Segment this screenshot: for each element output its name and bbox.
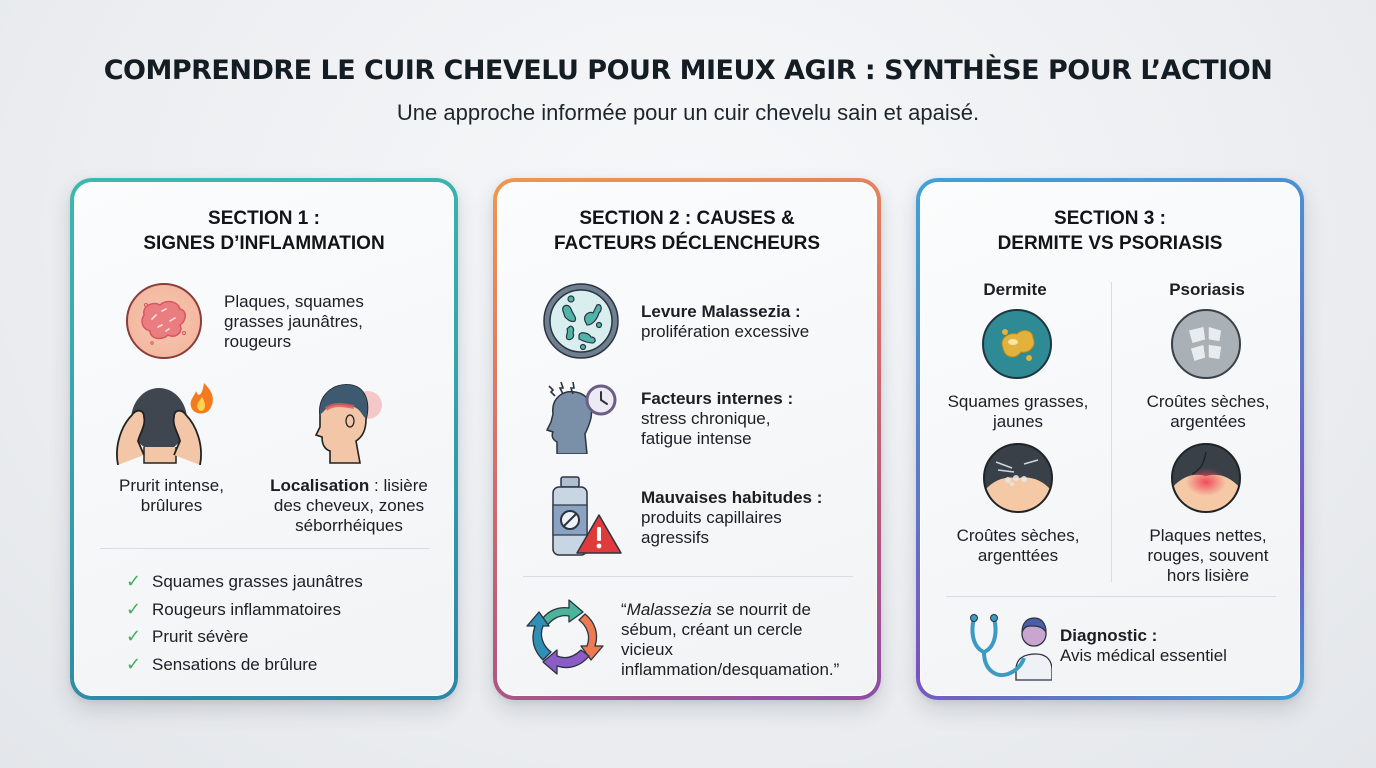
dermite-item: Croûtes sèches, argenttées: [956, 526, 1080, 565]
checklist-item: ✓Squames grasses jaunâtres: [126, 568, 363, 596]
skin-lesion-icon: [126, 283, 202, 359]
malassezia-quote: “Malassezia se nourrit de sébum, créant …: [621, 600, 840, 679]
section-1-card: SECTION 1 : SIGNES D’INFLAMMATION Plaque…: [70, 178, 458, 700]
page-title: COMPRENDRE LE CUIR CHEVELU POUR MIEUX AG…: [103, 55, 1273, 86]
check-icon: ✓: [126, 598, 142, 619]
cause-item: Levure Malassezia : prolifération excess…: [641, 302, 810, 341]
checklist-item: ✓Sensations de brûlure: [126, 651, 363, 679]
section-1-divider: [100, 548, 430, 549]
cause-item: Facteurs internes : stress chronique, fa…: [641, 389, 794, 448]
symptom-checklist: ✓Squames grasses jaunâtres ✓Rougeurs inf…: [126, 568, 363, 678]
checklist-item: ✓Prurit sévère: [126, 623, 363, 651]
stressed-head-clock-icon: [545, 381, 617, 454]
psoriasis-item: Plaques nettes, rouges, souvent hors lis…: [1147, 526, 1269, 585]
cause-item: Mauvaises habitudes : produits capillair…: [641, 488, 823, 547]
dermite-heading: Dermite: [983, 280, 1047, 299]
check-icon: ✓: [126, 653, 142, 674]
head-profile-hairline-icon: [314, 384, 382, 464]
scalp-flakes-icon: [983, 443, 1053, 513]
checklist-item: ✓Rougeurs inflammatoires: [126, 596, 363, 624]
section-2-card: SECTION 2 : CAUSES & FACTEURS DÉCLENCHEU…: [493, 178, 881, 700]
doctor-stethoscope-icon: [970, 614, 1052, 681]
section-3-divider: [946, 596, 1276, 597]
diagnostic-text: Diagnostic : Avis médical essentiel: [1060, 626, 1227, 665]
silver-plaque-icon: [1171, 309, 1241, 379]
plaques-text: Plaques, squames grasses jaunâtres, roug…: [224, 292, 364, 351]
psoriasis-item: Croûtes sèches, argentées: [1146, 392, 1270, 431]
microbe-petri-dish-icon: [543, 283, 619, 359]
section-2-divider: [523, 576, 853, 577]
section-3-title: SECTION 3 : DERMITE VS PSORIASIS: [997, 208, 1223, 254]
head-scratching-flame-icon: [116, 383, 213, 465]
red-patch-scalp-icon: [1171, 443, 1241, 513]
section-1-title: SECTION 1 : SIGNES D’INFLAMMATION: [143, 208, 385, 254]
oily-drop-icon: [982, 309, 1052, 379]
section-2-title: SECTION 2 : CAUSES & FACTEURS DÉCLENCHEU…: [553, 208, 821, 254]
check-icon: ✓: [126, 626, 142, 646]
localisation-text: Localisation : lisière des cheveux, zone…: [270, 476, 428, 535]
cycle-arrows-icon: [526, 599, 604, 675]
dermite-item: Squames grasses, jaunes: [947, 392, 1089, 431]
section-3-card: SECTION 3 : DERMITE VS PSORIASIS Dermite…: [916, 178, 1304, 700]
check-icon: ✓: [126, 571, 142, 591]
psoriasis-heading: Psoriasis: [1169, 280, 1245, 299]
page-subtitle: Une approche informée pour un cuir cheve…: [396, 100, 980, 125]
prurit-text: Prurit intense, brûlures: [119, 476, 224, 515]
bottle-warning-icon: [552, 476, 622, 556]
column-divider: [1111, 282, 1112, 582]
